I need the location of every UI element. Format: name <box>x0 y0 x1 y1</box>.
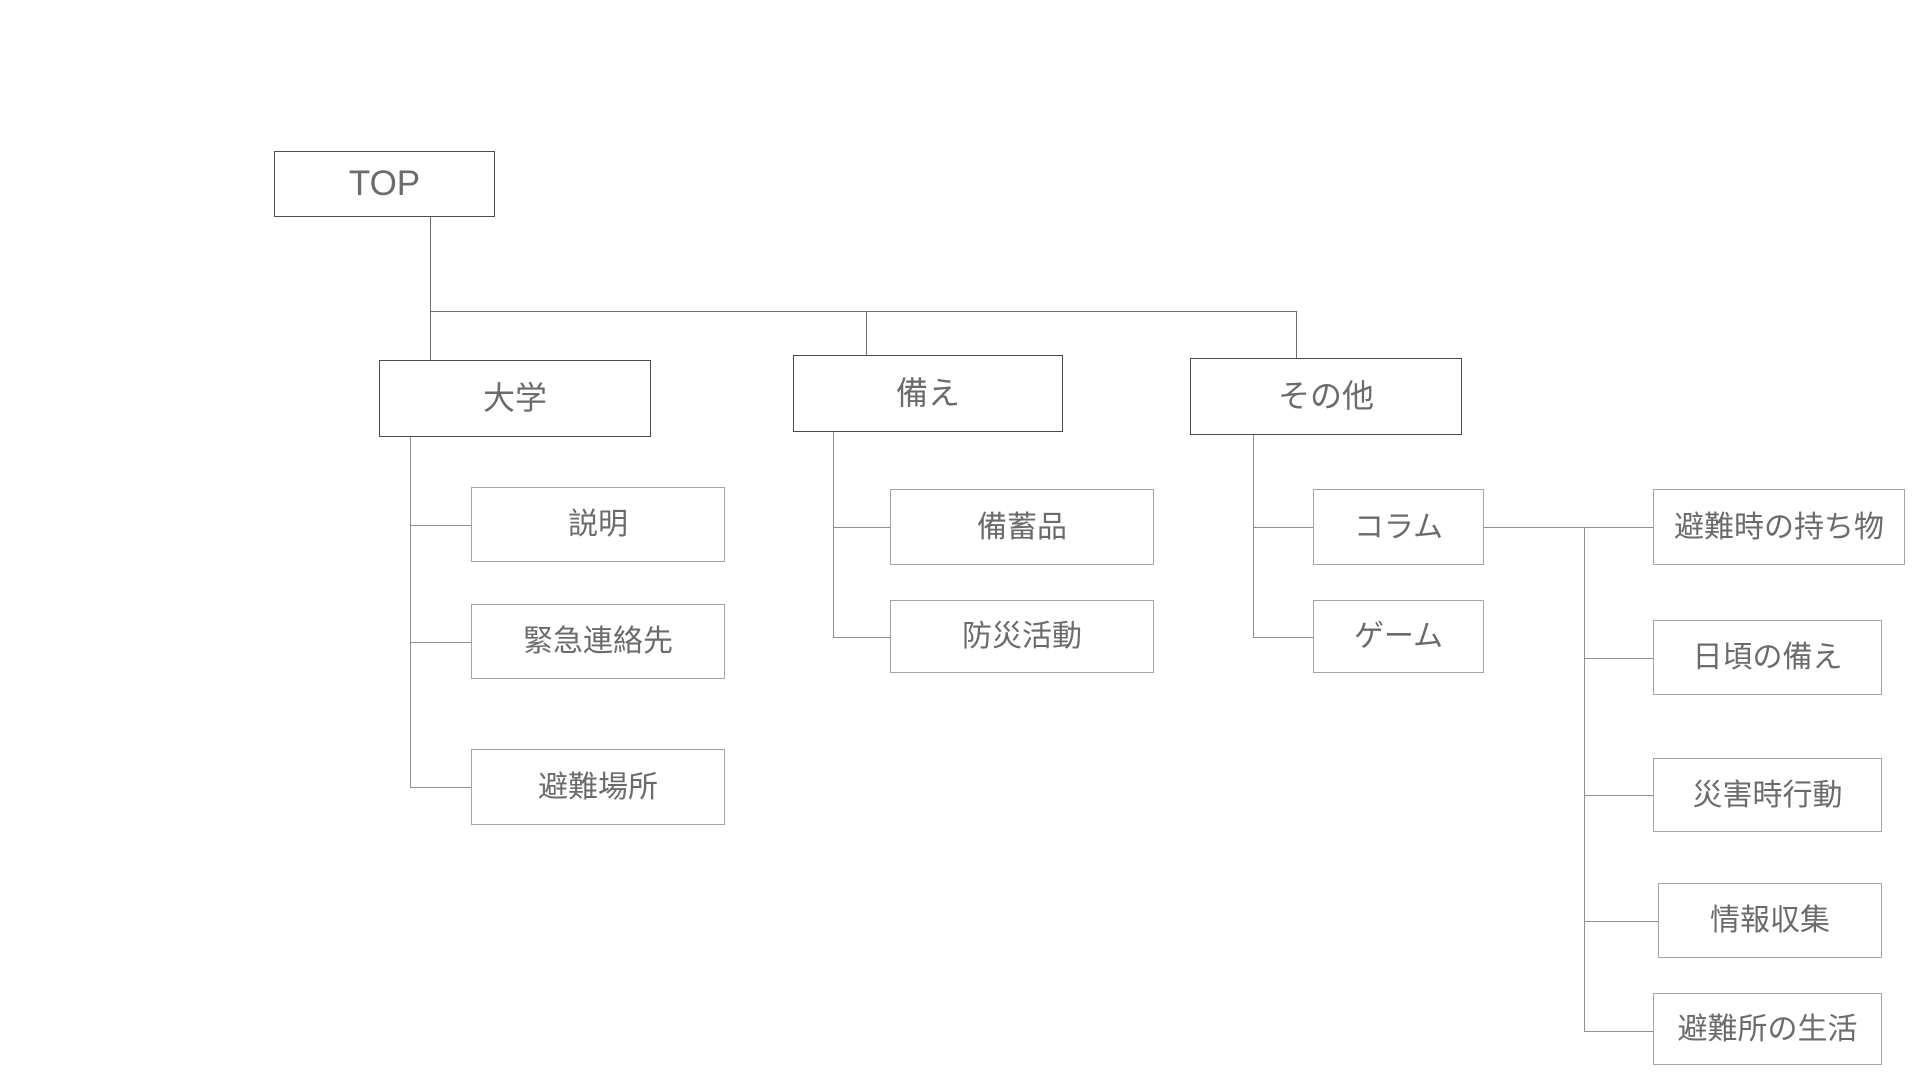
connector-right-c2 <box>1584 658 1653 659</box>
connector-bus-to-daigaku <box>430 311 431 361</box>
connector-daigaku-c3 <box>410 787 471 788</box>
connector-sonae-trunk <box>833 432 834 637</box>
connector-top-stem <box>430 217 431 312</box>
connector-sonota-c2 <box>1253 637 1313 638</box>
node-hinanbasho[interactable]: 避難場所 <box>471 749 725 825</box>
connector-bus-to-sonota <box>1296 311 1297 359</box>
node-saigaiji[interactable]: 災害時行動 <box>1653 758 1882 832</box>
connector-sonota-c1 <box>1253 527 1313 528</box>
connector-bus-to-sonae <box>866 311 867 356</box>
node-daigaku[interactable]: 大学 <box>379 360 651 437</box>
node-jouhou[interactable]: 情報収集 <box>1658 883 1882 958</box>
connector-right-c5 <box>1584 1031 1653 1032</box>
connector-top-bus <box>430 311 1297 312</box>
node-game[interactable]: ゲーム <box>1313 600 1484 673</box>
node-higoro[interactable]: 日頃の備え <box>1653 620 1882 695</box>
node-sonota[interactable]: その他 <box>1190 358 1462 435</box>
node-sonae[interactable]: 備え <box>793 355 1063 432</box>
connector-sonae-c1 <box>833 527 890 528</box>
node-mochimono[interactable]: 避難時の持ち物 <box>1653 489 1905 565</box>
connector-column-out <box>1484 527 1653 528</box>
connector-sonota-trunk <box>1253 435 1254 637</box>
connector-right-c3 <box>1584 795 1653 796</box>
node-setsumei[interactable]: 説明 <box>471 487 725 562</box>
connector-right-trunk <box>1584 527 1585 1031</box>
node-kinkyu[interactable]: 緊急連絡先 <box>471 604 725 679</box>
connector-daigaku-c2 <box>410 642 471 643</box>
connector-daigaku-c1 <box>410 525 471 526</box>
connector-sonae-c2 <box>833 637 890 638</box>
connector-right-c4 <box>1584 921 1658 922</box>
node-bousai[interactable]: 防災活動 <box>890 600 1154 673</box>
node-column[interactable]: コラム <box>1313 489 1484 565</box>
connector-daigaku-trunk <box>410 437 411 787</box>
node-top[interactable]: TOP <box>274 151 495 217</box>
node-seikatsu[interactable]: 避難所の生活 <box>1653 993 1882 1065</box>
node-bichikuhin[interactable]: 備蓄品 <box>890 489 1154 565</box>
